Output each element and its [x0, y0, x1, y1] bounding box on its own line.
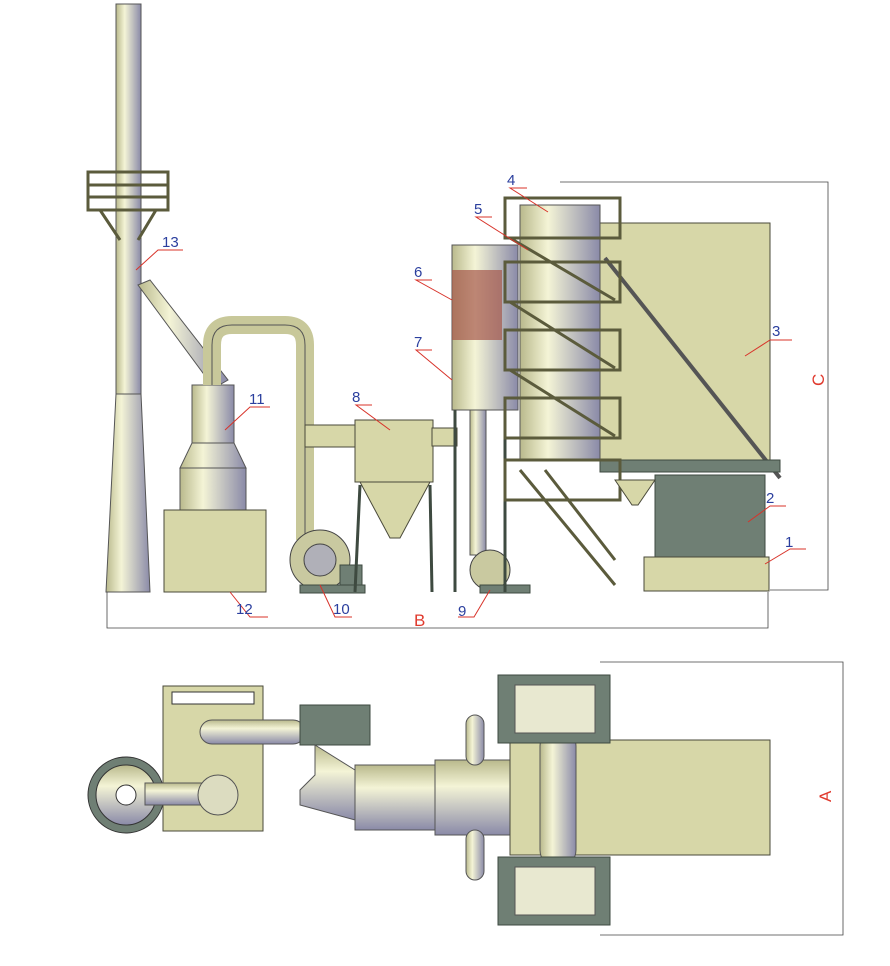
label-2: 2 [766, 490, 774, 507]
induced-draft-fan [289, 529, 366, 594]
label-10: 10 [333, 601, 350, 618]
stair-platforms [503, 196, 622, 586]
label-13: 13 [162, 234, 179, 251]
dimension-b: B [414, 611, 425, 630]
label-9: 9 [458, 603, 466, 620]
dimension-a: A [816, 790, 835, 802]
label-4: 4 [507, 172, 515, 189]
dimension-c: C [809, 374, 828, 386]
label-11: 11 [249, 391, 265, 408]
label-12: 12 [236, 601, 253, 618]
leader-lines [135, 187, 806, 618]
plan-view [87, 661, 844, 936]
label-6: 6 [414, 264, 422, 281]
label-7: 7 [414, 334, 422, 351]
cyclone-separator [163, 384, 267, 593]
furnace-base [643, 556, 770, 592]
furnace [654, 474, 766, 558]
label-1: 1 [785, 534, 793, 551]
label-3: 3 [772, 323, 780, 340]
air-preheater [451, 244, 519, 592]
label-8: 8 [352, 389, 360, 406]
elevation-view [86, 3, 829, 629]
part-labels: 1 2 3 4 5 6 7 8 9 10 11 12 13 [162, 172, 793, 620]
label-5: 5 [474, 201, 482, 218]
dimension-labels: B C A [414, 374, 835, 802]
bag-filter [304, 419, 458, 593]
